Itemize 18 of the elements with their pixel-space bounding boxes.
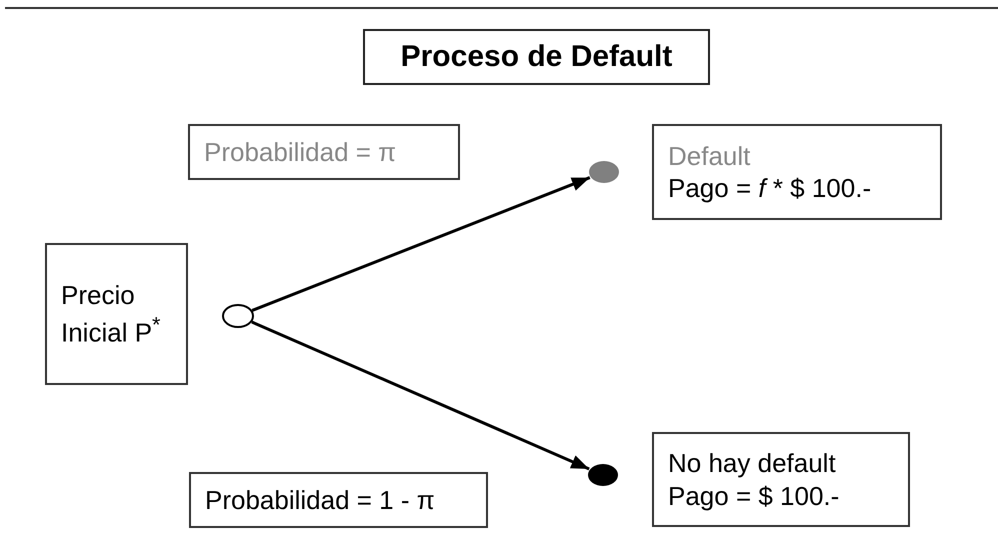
box-text: Precio Inicial P$^{*}$ [61, 278, 162, 350]
box-text: Pago = f* $ 100.- [668, 172, 872, 204]
box-text: Probabilidad = 1 - π [205, 484, 436, 516]
box-text: Default [668, 140, 752, 172]
state-circle [222, 304, 254, 328]
text-box [189, 472, 488, 528]
box-text: Probabilidad = π [204, 136, 398, 168]
text-box [652, 432, 910, 527]
text-box [652, 124, 942, 220]
arrow [251, 320, 590, 470]
state-circle [587, 463, 619, 487]
text-box [188, 124, 460, 180]
arrow [252, 176, 590, 312]
box-text: Pago = $ 100.- [668, 480, 840, 512]
box-text: No hay default [668, 447, 837, 480]
state-circle [588, 160, 620, 184]
title: Proceso de Default [363, 29, 710, 85]
text-box [45, 243, 188, 385]
